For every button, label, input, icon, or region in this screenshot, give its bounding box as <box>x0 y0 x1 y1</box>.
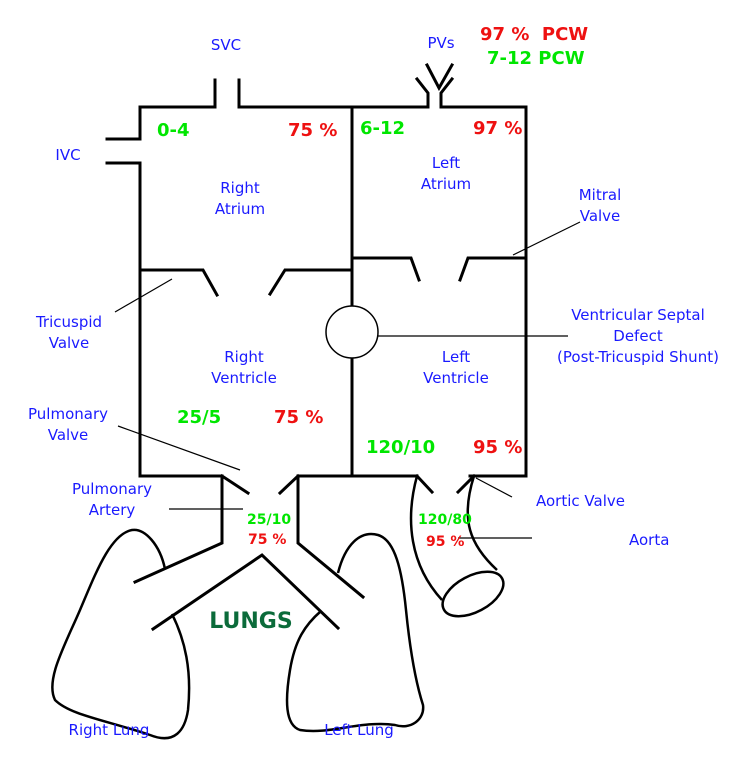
vsd-label-line2: Defect <box>613 327 663 345</box>
lungs-title: LUNGS <box>209 609 292 634</box>
ra-label-line1: Right <box>220 179 260 197</box>
la-pressure: 6-12 <box>360 118 405 139</box>
pulmonary-valve-label-line1: Pulmonary <box>28 405 108 423</box>
mitral-valve-label-line1: Mitral <box>579 186 622 204</box>
rv-label-line1: Right <box>224 348 264 366</box>
ra-saturation: 75 % <box>288 120 337 141</box>
pa-label-line2: Artery <box>89 501 136 519</box>
ra-label-line2: Atrium <box>215 200 265 218</box>
pulmonary-valve-label-line2: Valve <box>48 426 89 444</box>
right-lung-label: Right Lung <box>69 721 150 739</box>
pa-saturation: 75 % <box>248 532 286 548</box>
aorta-label: Aorta <box>629 531 669 549</box>
svc-label: SVC <box>211 36 241 54</box>
pa-label-line1: Pulmonary <box>72 480 152 498</box>
vsd-circle <box>325 305 379 359</box>
pcw-saturation: 97 % PCW <box>480 24 588 45</box>
vsd-label-line1: Ventricular Septal <box>571 306 705 324</box>
mitral-valve-label-line2: Valve <box>580 207 621 225</box>
tricuspid-valve-label-line2: Valve <box>49 334 90 352</box>
left-lung-shape <box>285 532 425 733</box>
vsd-label-line3: (Post-Tricuspid Shunt) <box>557 348 719 366</box>
leader-lines <box>114 221 581 539</box>
aortic-valve-label: Aortic Valve <box>536 492 625 510</box>
aorta-outline <box>409 473 505 618</box>
rv-saturation: 75 % <box>274 407 323 428</box>
right-heart-outline <box>105 78 354 478</box>
pcw-pressure: 7-12 PCW <box>487 48 585 69</box>
la-label-line2: Atrium <box>421 175 471 193</box>
la-saturation: 97 % <box>473 118 522 139</box>
aorta-pressure: 120/80 <box>418 512 472 528</box>
lv-saturation: 95 % <box>473 437 522 458</box>
left-lung-label: Left Lung <box>324 721 394 739</box>
la-label-line1: Left <box>432 154 460 172</box>
pvs-label: PVs <box>427 34 454 52</box>
rv-pressure: 25/5 <box>177 407 221 428</box>
aorta-saturation: 95 % <box>426 534 464 550</box>
right-lung-shape <box>51 528 191 740</box>
left-heart-outline <box>298 62 528 478</box>
lv-label-line1: Left <box>442 348 470 366</box>
pa-pressure: 25/10 <box>247 512 291 528</box>
lv-label-line2: Ventricle <box>423 369 489 387</box>
ra-pressure: 0-4 <box>157 120 190 141</box>
ivc-label: IVC <box>55 146 80 164</box>
lv-pressure: 120/10 <box>366 437 435 458</box>
tricuspid-valve-label-line1: Tricuspid <box>35 313 102 331</box>
rv-label-line2: Ventricle <box>211 369 277 387</box>
pulmonary-artery-outline <box>133 473 366 632</box>
